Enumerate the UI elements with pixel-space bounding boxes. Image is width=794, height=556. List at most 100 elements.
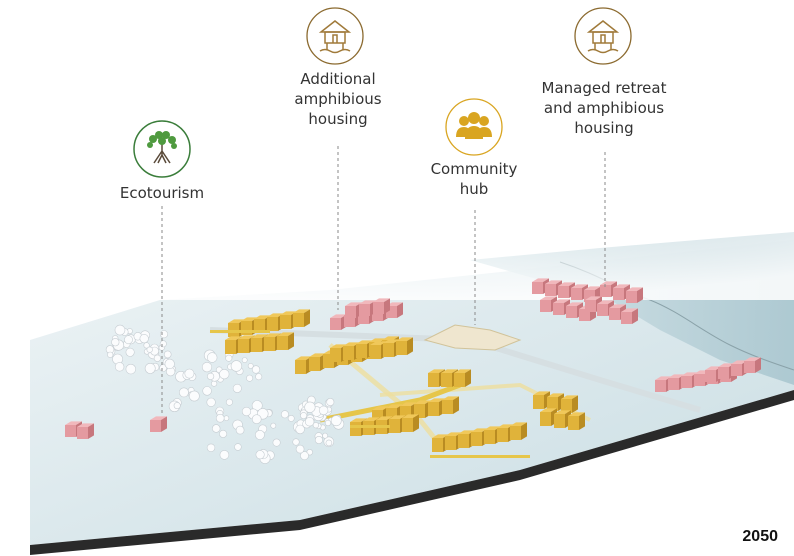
path <box>209 327 701 413</box>
tree <box>211 380 218 387</box>
tree <box>159 340 167 348</box>
additional-housing-label: Additional amphibious housing <box>294 69 381 129</box>
tree <box>212 424 221 433</box>
tree <box>280 410 289 419</box>
retreat-house-block <box>621 308 638 324</box>
tree <box>184 368 195 379</box>
retreat-housing-blocks <box>65 278 761 439</box>
tree <box>225 354 233 362</box>
amphibious-house-block <box>396 337 413 355</box>
tree <box>300 412 308 420</box>
platform <box>210 330 270 333</box>
tree <box>178 387 189 398</box>
tree <box>300 451 309 461</box>
amphibious-house-block <box>561 395 578 413</box>
amphibious-house-block <box>510 422 527 440</box>
label-line: Community <box>430 160 518 178</box>
tree <box>330 415 342 427</box>
tree <box>114 324 126 336</box>
ecotourism-label: Ecotourism <box>119 184 205 202</box>
tree <box>223 415 230 422</box>
tree <box>146 346 153 353</box>
plate-edge <box>30 390 794 555</box>
mangrove-tree-icon <box>133 120 191 178</box>
tree <box>232 383 242 393</box>
tree <box>143 342 150 349</box>
tree <box>144 362 156 374</box>
tree <box>272 438 281 447</box>
amphibious-house-block <box>277 332 294 350</box>
tree <box>295 424 305 435</box>
label-line: Additional <box>300 70 376 88</box>
tree <box>318 405 329 416</box>
tree <box>125 363 137 375</box>
tree <box>201 362 213 373</box>
tree <box>324 419 332 427</box>
tree <box>251 414 262 425</box>
retreat-house-block <box>373 298 390 314</box>
label-line: Managed retreat <box>541 79 667 97</box>
tree <box>255 450 265 460</box>
retreat-house-block <box>150 416 167 432</box>
tree <box>215 413 225 423</box>
retreat-house-block <box>386 302 403 318</box>
tree <box>107 351 114 358</box>
tree <box>241 406 252 417</box>
amphibious-house-block <box>454 369 471 387</box>
tree <box>287 414 295 422</box>
label-line: housing <box>308 110 368 128</box>
tree <box>139 334 149 344</box>
retreat-house-block <box>626 287 643 303</box>
tree <box>207 352 218 363</box>
platform <box>430 455 530 458</box>
tree <box>251 365 261 374</box>
tree <box>219 369 230 380</box>
tree <box>246 374 254 382</box>
label-line: housing <box>574 119 634 137</box>
tree <box>164 358 175 370</box>
tree <box>163 350 172 359</box>
tree <box>206 397 216 407</box>
tree <box>173 402 181 410</box>
tree <box>225 398 233 406</box>
stilt-house-icon <box>306 7 364 65</box>
tree <box>160 330 169 339</box>
people-group-icon <box>445 98 503 156</box>
tree <box>312 422 320 429</box>
tree <box>304 401 316 413</box>
label-line: hub <box>459 180 489 198</box>
retreat-house-block <box>744 357 761 373</box>
tree <box>326 397 335 406</box>
amphibious-housing-blocks <box>210 309 585 458</box>
amphibious-house-block <box>568 412 585 430</box>
tree <box>270 422 277 429</box>
tree <box>325 439 333 447</box>
retreat-house-block <box>77 423 94 439</box>
amphibious-house-block <box>442 396 459 414</box>
tree <box>125 347 135 357</box>
tree <box>247 362 254 369</box>
community-hub-label: Community hub <box>431 159 518 199</box>
tree <box>207 372 215 381</box>
tree <box>206 443 216 452</box>
tree <box>255 373 263 381</box>
tree <box>241 357 248 363</box>
tree <box>322 432 328 439</box>
path <box>328 343 442 447</box>
tree <box>295 444 305 454</box>
tree <box>219 429 228 438</box>
tree <box>114 362 125 372</box>
path <box>319 382 461 423</box>
tree <box>234 443 242 451</box>
tree <box>254 429 265 440</box>
tree <box>235 425 245 435</box>
community-hub-canopy <box>423 324 522 351</box>
stilt-house-icon <box>574 7 632 65</box>
tree <box>124 335 133 345</box>
tree <box>230 360 243 372</box>
tree <box>153 354 161 362</box>
amphibious-house-block <box>293 309 310 327</box>
tree <box>314 435 323 444</box>
